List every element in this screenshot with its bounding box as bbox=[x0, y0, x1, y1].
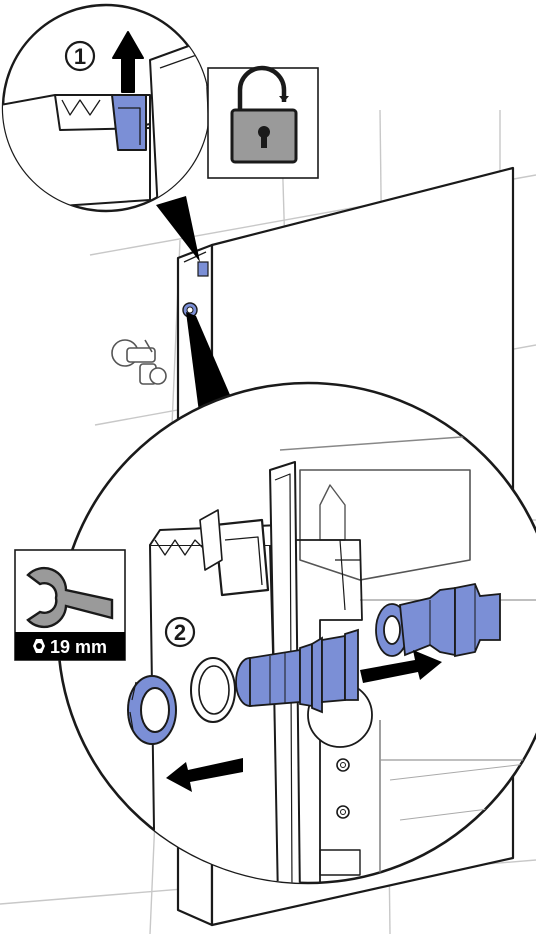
step-2-number: 2 bbox=[174, 620, 186, 645]
angle-valve bbox=[111, 339, 167, 385]
arrow-left-icon bbox=[166, 758, 243, 792]
blue-hose-connector bbox=[235, 582, 501, 714]
step-2-badge bbox=[164, 616, 196, 648]
step-1-badge bbox=[64, 40, 96, 72]
hex-nut-icon bbox=[127, 675, 177, 745]
wrench-tool-panel: 19 mm bbox=[14, 549, 126, 661]
arrow-up-icon bbox=[112, 31, 144, 93]
arrow-right-icon bbox=[360, 650, 442, 683]
detail-circle-step-2: 2 bbox=[56, 381, 536, 885]
hex-size-icon bbox=[33, 639, 45, 653]
wrench-size-label: 19 mm bbox=[50, 637, 107, 657]
step-1-number: 1 bbox=[74, 44, 86, 69]
unlock-padlock-icon bbox=[207, 65, 319, 179]
open-end-wrench-icon bbox=[26, 566, 114, 629]
pointer-wedge-top bbox=[156, 196, 200, 262]
pointer-wedge-bottom bbox=[186, 312, 240, 420]
